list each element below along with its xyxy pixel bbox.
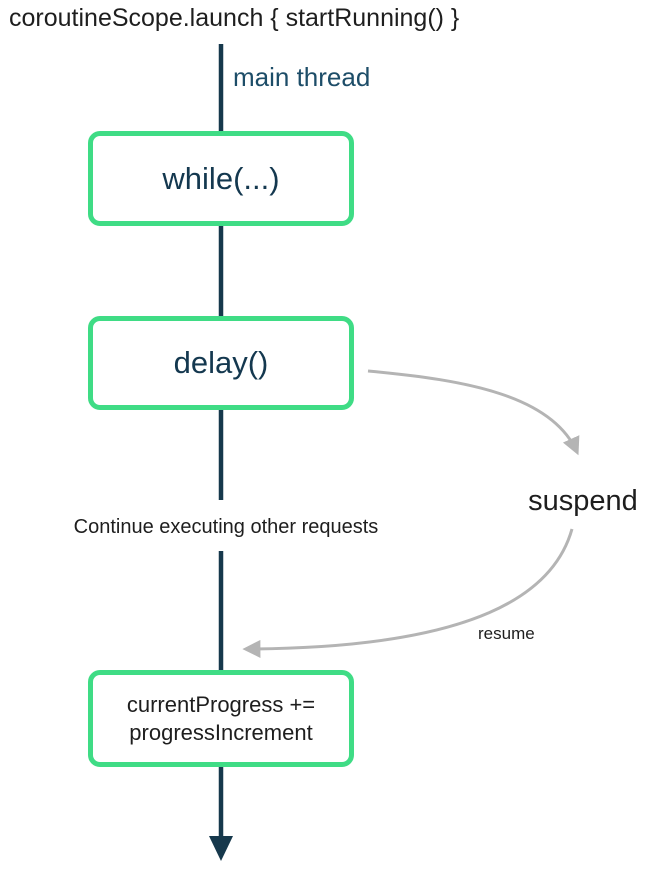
progress-box-label: currentProgress += progressIncrement — [126, 691, 316, 745]
code-caption: coroutineScope.launch { startRunning() } — [9, 4, 460, 32]
delay-box-label: delay() — [173, 345, 269, 380]
while-box: while(...) — [88, 131, 354, 226]
suspend-annotation: suspend — [528, 485, 638, 517]
continue-annotation: Continue executing other requests — [73, 516, 379, 538]
main-thread-label: main thread — [233, 62, 371, 92]
suspend-curve-arrow — [367, 369, 580, 456]
delay-box: delay() — [88, 316, 354, 410]
while-box-label: while(...) — [162, 160, 280, 196]
resume-annotation: resume — [478, 624, 535, 643]
resume-curve-arrow — [242, 528, 574, 658]
down-arrowhead-icon — [209, 836, 233, 861]
progress-box: currentProgress += progressIncrement — [88, 670, 354, 767]
